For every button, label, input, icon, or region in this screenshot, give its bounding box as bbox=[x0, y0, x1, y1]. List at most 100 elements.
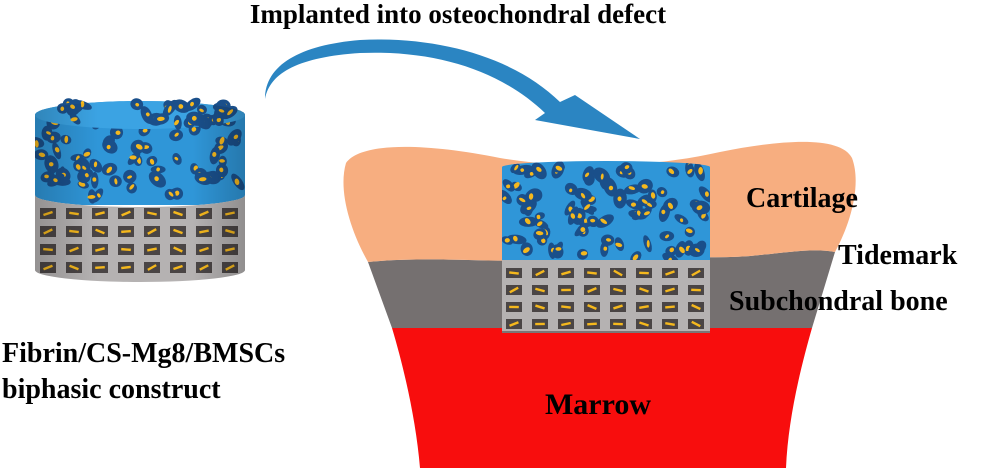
plug-gel-cell bbox=[504, 238, 510, 243]
plug-gel-cell bbox=[584, 204, 591, 210]
plug-gel-cell bbox=[669, 247, 675, 253]
plug-gel-cell bbox=[519, 197, 526, 203]
plug-scaffold-cell bbox=[639, 304, 649, 310]
plug-scaffold-cell bbox=[535, 304, 545, 310]
plug-gel-cell bbox=[636, 210, 641, 216]
plug-scaffold-cell bbox=[561, 305, 571, 309]
plug-gel-cell bbox=[668, 168, 675, 175]
plug-gel-cell bbox=[630, 202, 637, 207]
implant-arrow-icon bbox=[265, 39, 640, 140]
plug-scaffold-cell bbox=[509, 271, 519, 275]
plug-scaffold-cell bbox=[665, 270, 675, 276]
plug-gel-cell bbox=[506, 184, 511, 189]
plug-scaffold-cell bbox=[639, 321, 649, 327]
plug-scaffold-cell bbox=[509, 305, 519, 309]
plug-gel-cell bbox=[641, 184, 648, 189]
plug-gel-cell bbox=[679, 246, 685, 254]
plug-scaffold-cell bbox=[561, 321, 571, 327]
plug-gel-cell bbox=[643, 211, 650, 216]
plug-gel-cell bbox=[580, 227, 586, 232]
plug-gel-cell bbox=[535, 231, 544, 236]
plug-gel-cell bbox=[605, 238, 612, 242]
plug-scaffold-cell bbox=[639, 287, 649, 293]
plug-gel-cell bbox=[628, 186, 636, 190]
plug-scaffold-cell bbox=[587, 303, 597, 311]
tidemark-label: Tidemark bbox=[838, 240, 958, 271]
plug-gel-cell bbox=[698, 166, 703, 175]
plug-gel-cell bbox=[536, 221, 543, 227]
construct-label-line1: Fibrin/CS-Mg8/BMSCs bbox=[2, 338, 285, 369]
plug-gel-cell bbox=[569, 188, 573, 193]
plug-gel-cell bbox=[632, 254, 639, 260]
plug-gel-cell bbox=[541, 238, 546, 244]
plug-gel-cell bbox=[650, 192, 656, 199]
plug-scaffold-cell bbox=[587, 286, 597, 294]
plug-scaffold-cell bbox=[691, 288, 701, 292]
plug-gel-cell bbox=[661, 209, 666, 215]
plug-gel-cell bbox=[608, 185, 614, 191]
marrow-region bbox=[392, 328, 812, 468]
plug-gel-cell bbox=[513, 182, 520, 189]
biphasic-construct bbox=[35, 97, 245, 282]
plug-gel-cell bbox=[646, 239, 650, 248]
plug-scaffold-cell bbox=[613, 304, 623, 310]
plug-scaffold-cell bbox=[561, 270, 571, 276]
plug-gel-cell bbox=[641, 199, 648, 204]
construct-label-line2: biphasic construct bbox=[2, 374, 221, 405]
plug-gel-cell bbox=[580, 251, 588, 256]
plug-gel-cell bbox=[615, 242, 623, 248]
plug-scaffold-cell bbox=[613, 287, 623, 293]
plug-scaffold-cell bbox=[535, 287, 545, 293]
plug-gel-cell bbox=[685, 228, 693, 234]
osteochondral-tissue bbox=[343, 141, 856, 468]
marrow-label: Marrow bbox=[545, 388, 651, 421]
plug-scaffold-cell bbox=[509, 286, 519, 294]
plug-gel-cell bbox=[584, 172, 590, 178]
plug-scaffold-cell bbox=[613, 322, 623, 326]
plug-scaffold-cell bbox=[639, 271, 649, 275]
plug-gel-cell bbox=[570, 213, 576, 219]
plug-gel-cell bbox=[696, 205, 703, 211]
plug-scaffold-cell bbox=[561, 288, 571, 292]
plug-gel-cell bbox=[514, 164, 519, 171]
plug-scaffold-cell bbox=[509, 321, 519, 327]
subchondral-bone-label: Subchondral bone bbox=[729, 286, 948, 317]
plug-gel-cell bbox=[524, 218, 531, 225]
plug-gel-cell bbox=[687, 168, 693, 174]
plug-gel-cell bbox=[617, 196, 622, 202]
cartilage-label: Cartilage bbox=[746, 183, 858, 214]
plug-gel-cell bbox=[680, 218, 684, 223]
plug-scaffold-cell bbox=[691, 303, 701, 311]
plug-gel-cell bbox=[555, 165, 563, 171]
plug-gel-cell bbox=[667, 202, 674, 209]
plug-scaffold-cell bbox=[665, 322, 675, 326]
plug-gel-cell bbox=[528, 193, 534, 200]
plug-scaffold-cell bbox=[587, 322, 597, 326]
plug-gel-cell bbox=[513, 235, 518, 242]
plug-scaffold-cell bbox=[665, 287, 675, 293]
plug-gel-cell bbox=[555, 247, 562, 251]
plug-gel-cell bbox=[526, 206, 532, 210]
plug-scaffold-cell bbox=[587, 271, 597, 275]
plug-gel-cell bbox=[600, 173, 604, 180]
plug-gel-cell bbox=[694, 248, 700, 253]
implanted-construct bbox=[502, 161, 710, 333]
plug-gel-cell bbox=[502, 196, 507, 201]
plug-gel-cell bbox=[704, 191, 709, 197]
plug-scaffold-cell bbox=[613, 269, 623, 277]
plug-scaffold-cell bbox=[691, 320, 701, 328]
plug-gel-cell bbox=[668, 257, 672, 260]
plug-gel-cell bbox=[529, 171, 534, 176]
plug-scaffold-cell bbox=[535, 269, 545, 277]
plug-gel-cell bbox=[522, 247, 530, 254]
plug-scaffold-cell bbox=[665, 305, 675, 309]
plug-scaffold-cell bbox=[535, 322, 545, 326]
plug-gel-cell bbox=[580, 193, 586, 199]
plug-gel-cell bbox=[624, 165, 630, 170]
plug-gel-cell bbox=[660, 190, 665, 195]
plug-gel-cell bbox=[603, 246, 608, 251]
plug-gel-cell bbox=[600, 218, 608, 224]
plug-gel-cell bbox=[536, 166, 542, 172]
title-label: Implanted into osteochondral defect bbox=[250, 0, 666, 29]
